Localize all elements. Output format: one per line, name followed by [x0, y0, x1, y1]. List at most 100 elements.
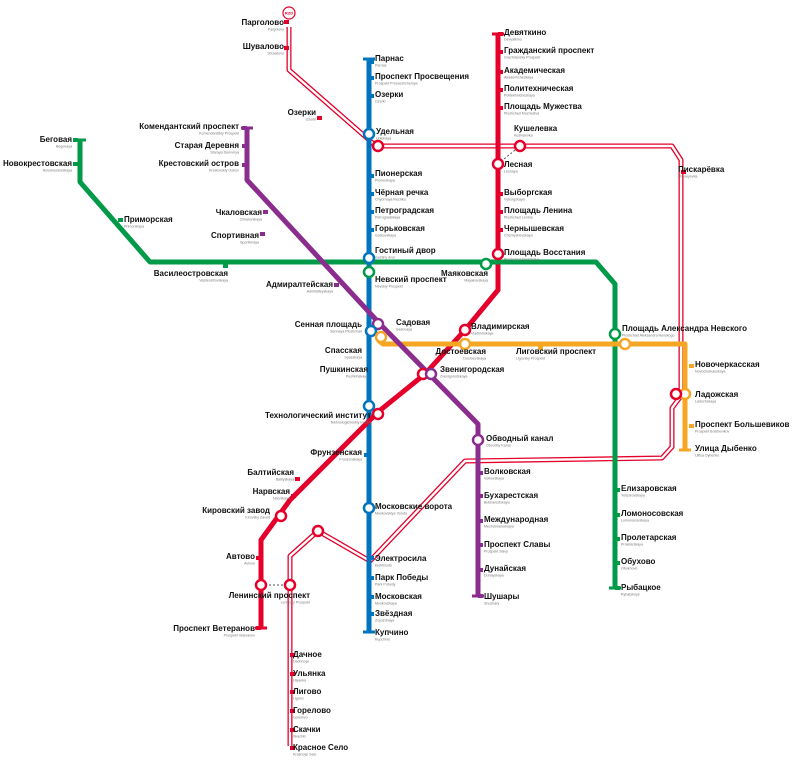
transfer-ring[interactable] — [371, 139, 385, 153]
station-name[interactable]: Обводный канал — [486, 434, 553, 443]
station-name[interactable]: Пионерская — [375, 169, 423, 178]
station-name[interactable]: Чёрная речка — [375, 188, 429, 197]
station-name[interactable]: Московская — [375, 592, 422, 601]
station-name[interactable]: Невский проспект — [375, 275, 447, 284]
transfer-ring[interactable] — [371, 317, 385, 331]
station-name[interactable]: Проспект Славы — [484, 540, 551, 549]
station-name[interactable]: Горелово — [293, 706, 331, 715]
transfer-ring[interactable] — [364, 324, 378, 338]
station-name[interactable]: Кировский завод — [202, 506, 270, 515]
station-name[interactable]: Пушкинская — [320, 365, 369, 374]
station-name[interactable]: Политехническая — [504, 84, 574, 93]
station-name[interactable]: Московские ворота — [375, 502, 453, 511]
station-name[interactable]: Площадь Ленина — [504, 206, 573, 215]
station-name[interactable]: Красное Село — [293, 743, 348, 752]
station-name[interactable]: Ломоносовская — [621, 509, 684, 518]
station-name[interactable]: Бухарестская — [484, 491, 538, 500]
station-name[interactable]: Ленинский проспект — [229, 591, 310, 600]
station-name[interactable]: Ульянка — [293, 669, 326, 678]
transfer-ring[interactable] — [669, 387, 683, 401]
station-name[interactable]: Спортивная — [211, 231, 259, 240]
station-name[interactable]: Пискарёвка — [678, 165, 725, 174]
station-name[interactable]: Девяткино — [504, 28, 546, 37]
station-name[interactable]: Адмиралтейская — [266, 280, 333, 289]
station-name[interactable]: Приморская — [124, 215, 173, 224]
station-name[interactable]: Фрунзенская — [310, 448, 362, 457]
station-name[interactable]: Нарвская — [253, 487, 291, 496]
transfer-ring[interactable] — [471, 433, 485, 447]
station-name[interactable]: Чернышевская — [504, 224, 564, 233]
station-name[interactable]: Лигово — [293, 687, 321, 696]
station-name[interactable]: Пролетарская — [621, 533, 677, 542]
station-name[interactable]: Дунайская — [484, 564, 526, 573]
station-name[interactable]: Новокрестовская — [3, 159, 72, 168]
station-name[interactable]: Новочеркасская — [695, 360, 760, 369]
station-name[interactable]: Кушелевка — [514, 124, 558, 133]
transfer-ring[interactable] — [311, 524, 325, 538]
station-name[interactable]: Парголово — [241, 18, 284, 27]
station-name[interactable]: Крестовский остров — [159, 159, 239, 168]
station-name[interactable]: Василеостровская — [154, 269, 229, 278]
station-name[interactable]: Площадь Мужества — [504, 102, 582, 111]
station-name[interactable]: Гражданский проспект — [504, 46, 594, 55]
transfer-ring[interactable] — [618, 337, 632, 351]
station-name[interactable]: Владимирская — [471, 322, 530, 331]
station-name[interactable]: Звенигородская — [440, 365, 505, 374]
station-name[interactable]: Озерки — [375, 90, 403, 99]
station-name[interactable]: Беговая — [40, 135, 73, 144]
station-name[interactable]: Маяковская — [441, 269, 488, 278]
transfer-ring[interactable] — [479, 257, 493, 271]
transfer-ring[interactable] — [458, 337, 472, 351]
station-name[interactable]: Комендантский проспект — [139, 122, 239, 131]
station-name[interactable]: Технологический институт — [265, 411, 371, 420]
station-name[interactable]: Елизаровская — [621, 484, 677, 493]
station-name[interactable]: Скачки — [293, 725, 321, 734]
station-name[interactable]: Сенная площадь — [295, 320, 362, 329]
transfer-ring[interactable] — [513, 139, 527, 153]
station-name[interactable]: Достоевская — [436, 347, 487, 356]
